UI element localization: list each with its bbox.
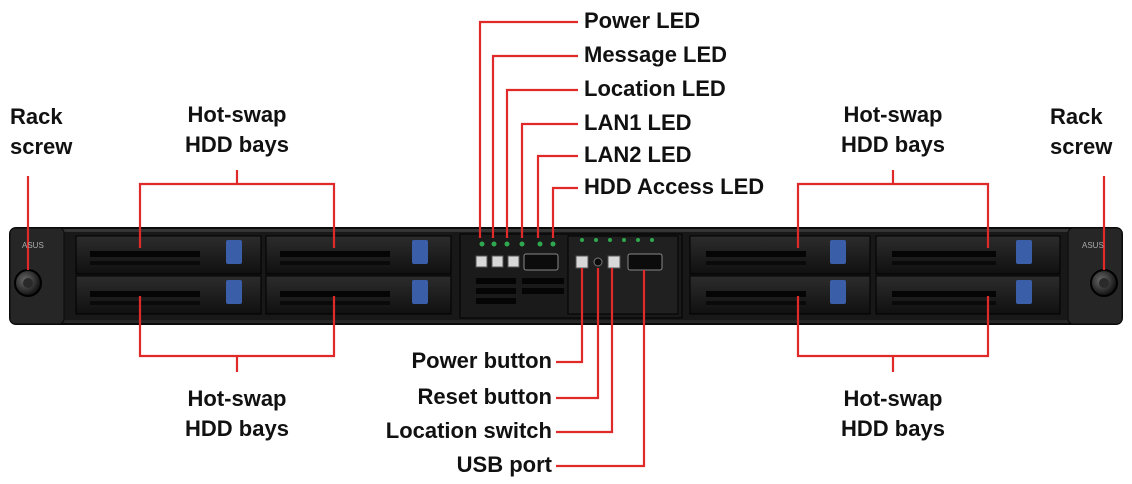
brand-logo-right: ASUS — [1082, 241, 1104, 250]
label-lan1-led: LAN1 LED — [584, 108, 692, 138]
label-power-led: Power LED — [584, 6, 700, 36]
hdd-bay-right-2 — [876, 236, 1060, 274]
label-rack-screw-left: Rack screw — [10, 102, 80, 162]
label-power-button: Power button — [330, 346, 552, 376]
power-button-icon — [576, 256, 588, 268]
location-switch-icon — [608, 256, 620, 268]
hdd-bay-left-4 — [266, 276, 451, 314]
brand-logo-left: ASUS — [22, 241, 44, 250]
label-location-led: Location LED — [584, 74, 726, 104]
label-hdd-bottom-right: Hot-swap HDD bays — [828, 384, 958, 444]
label-hdd-bottom-left: Hot-swap HDD bays — [172, 384, 302, 444]
label-hdd-access-led: HDD Access LED — [584, 172, 764, 202]
leader-lan1-led — [522, 124, 578, 238]
label-reset-button: Reset button — [330, 382, 552, 412]
hdd-access-led-icon — [551, 242, 556, 247]
hdd-bay-left-2 — [266, 236, 451, 274]
label-message-led: Message LED — [584, 40, 727, 70]
message-led-icon — [492, 242, 497, 247]
label-hdd-top-right: Hot-swap HDD bays — [828, 100, 958, 160]
lan1-led-icon — [520, 242, 525, 247]
control-panel — [460, 234, 682, 318]
leader-message-led — [493, 56, 578, 238]
hdd-bay-left-1 — [76, 236, 261, 274]
rack-screw-right-icon — [1091, 270, 1117, 296]
hdd-bay-right-3 — [690, 276, 870, 314]
hdd-bay-left-3 — [76, 276, 261, 314]
panel-button-icon — [476, 256, 487, 267]
label-hdd-top-left: Hot-swap HDD bays — [172, 100, 302, 160]
panel-button-icon — [492, 256, 503, 267]
label-location-switch: Location switch — [330, 416, 552, 446]
label-usb-port: USB port — [330, 450, 552, 480]
leader-lan2-led — [538, 156, 578, 238]
lan2-led-icon — [538, 242, 543, 247]
location-led-icon — [505, 242, 510, 247]
panel-port-icon — [524, 254, 558, 270]
panel-button-icon — [508, 256, 519, 267]
reset-button-icon — [594, 258, 602, 266]
leader-power-led — [480, 22, 578, 238]
power-led-icon — [480, 242, 485, 247]
leader-location-led — [507, 90, 578, 238]
hdd-bay-right-1 — [690, 236, 870, 274]
label-rack-screw-right: Rack screw — [1050, 102, 1120, 162]
hdd-bay-right-4 — [876, 276, 1060, 314]
label-lan2-led: LAN2 LED — [584, 140, 692, 170]
rack-screw-left-icon — [15, 270, 41, 296]
usb-port-icon — [628, 254, 662, 270]
